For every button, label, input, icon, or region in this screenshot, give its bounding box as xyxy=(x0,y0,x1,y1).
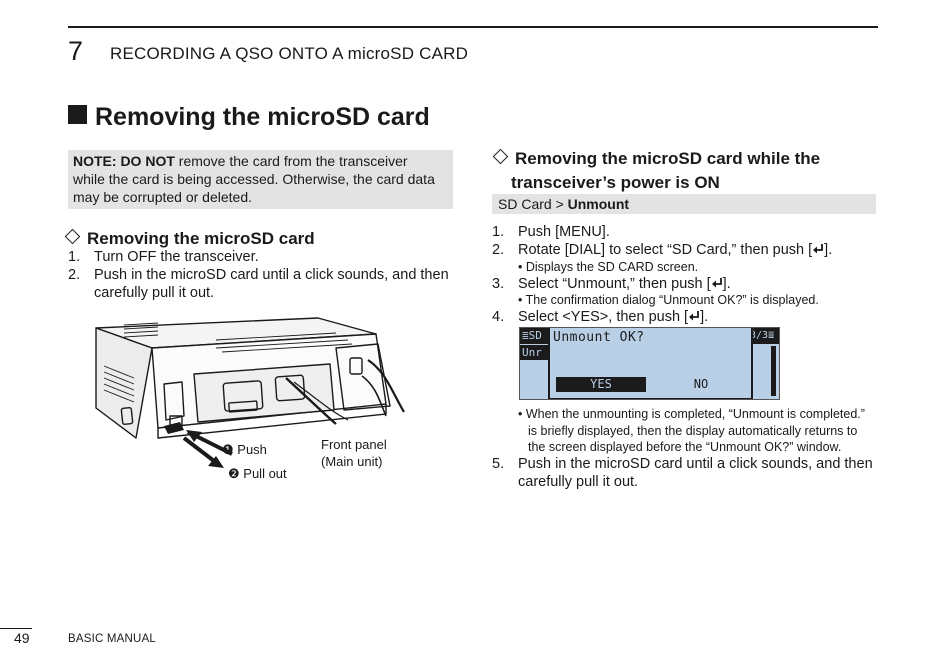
note-bold: NOTE: DO NOT xyxy=(73,153,175,169)
note-line-2: while the card is being accessed. Otherw… xyxy=(73,171,435,187)
bullet-sd-card-screen: • Displays the SD CARD screen. xyxy=(518,260,699,274)
push-number-icon: ❶ xyxy=(222,442,234,457)
bullet-unmount-completed: • When the unmounting is completed, “Unm… xyxy=(518,407,865,454)
left-step-2: 2. Push in the microSD card until a clic… xyxy=(68,267,449,301)
right-step-2: 2. Rotate [DIAL] to select “SD Card,” th… xyxy=(492,242,833,258)
no-button[interactable]: NO xyxy=(693,377,709,391)
menu-path-bar: SD Card > Unmount xyxy=(492,194,876,214)
header-rule xyxy=(68,26,878,28)
unmount-dialog: Unmount OK? YES NO xyxy=(548,328,753,399)
front-panel-label: Front panel (Main unit) xyxy=(321,437,387,469)
left-step-1: 1. Turn OFF the transceiver. xyxy=(68,249,259,265)
pull-number-icon: ❷ xyxy=(228,466,240,481)
note-line-1: NOTE: DO NOT remove the card from the tr… xyxy=(73,153,408,169)
pull-out-label: ❷ Pull out xyxy=(228,466,287,481)
note-box: NOTE: DO NOT remove the card from the tr… xyxy=(68,150,453,209)
lcd-menu-title: ≣SD xyxy=(520,328,552,344)
enter-key-icon xyxy=(689,311,699,321)
push-label: ❶ Push xyxy=(222,442,267,457)
left-subtitle: Removing the microSD card xyxy=(64,227,315,251)
manual-name: BASIC MANUAL xyxy=(68,633,157,645)
page-number: 49 xyxy=(14,630,30,646)
right-step-3: 3. Select “Unmount,” then push []. xyxy=(492,276,731,292)
lcd-scrollbar xyxy=(771,346,776,396)
transceiver-illustration xyxy=(95,317,405,468)
chapter-number: 7 xyxy=(68,36,84,66)
enter-key-icon xyxy=(813,244,824,254)
dialog-message: Unmount OK? xyxy=(553,330,645,345)
right-step-1: 1. Push [MENU]. xyxy=(492,224,610,240)
lcd-selected-item: Unr xyxy=(520,345,552,360)
footer-rule xyxy=(0,628,32,629)
diamond-icon xyxy=(64,228,81,245)
square-bullet-icon xyxy=(68,105,87,124)
lcd-screen: ≣SD Unr 3/3≣ Unmount OK? YES NO xyxy=(519,327,780,400)
right-subtitle: Removing the microSD card while the tran… xyxy=(492,147,820,195)
yes-button[interactable]: YES xyxy=(556,377,646,392)
bullet-confirmation: • The confirmation dialog “Unmount OK?” … xyxy=(518,293,819,307)
note-line-3: may be corrupted or deleted. xyxy=(73,189,252,205)
section-title: Removing the microSD card xyxy=(68,102,430,132)
chapter-title: RECORDING A QSO ONTO A microSD CARD xyxy=(110,44,469,63)
right-step-5: 5. Push in the microSD card until a clic… xyxy=(492,456,873,490)
diamond-icon xyxy=(492,148,509,165)
right-step-4: 4. Select <YES>, then push []. xyxy=(492,309,709,325)
lcd-page-indicator: 3/3≣ xyxy=(748,328,779,344)
section-title-text: Removing the microSD card xyxy=(95,103,430,131)
enter-key-icon xyxy=(711,278,722,288)
